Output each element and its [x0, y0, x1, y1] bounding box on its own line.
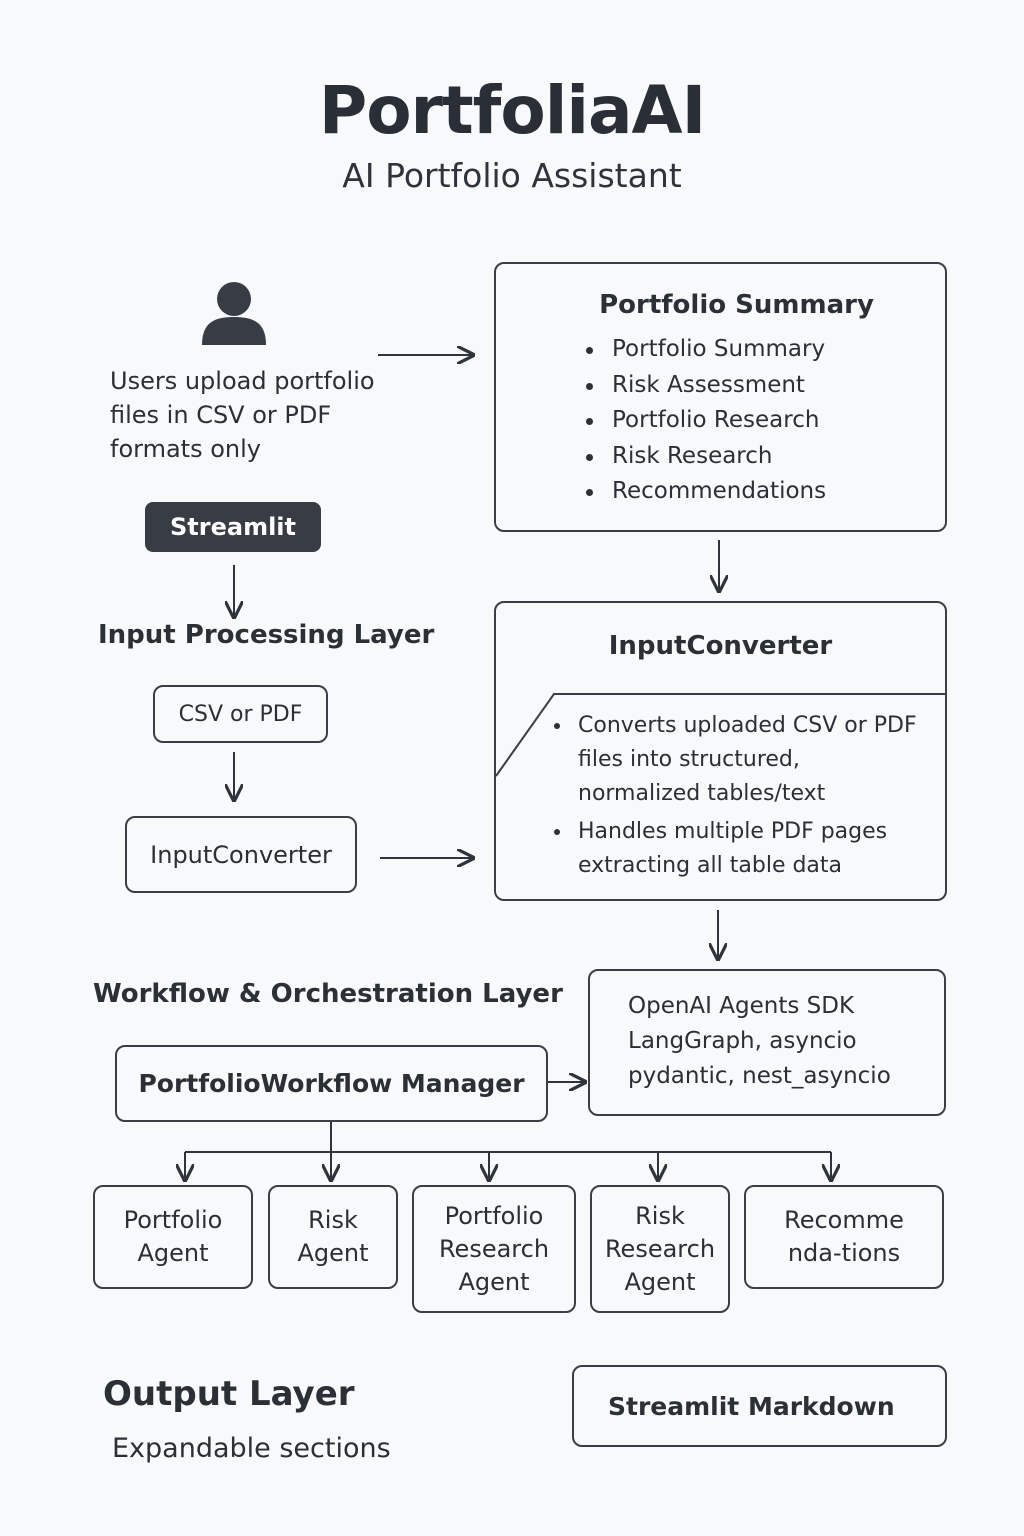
- sdk-line: OpenAI Agents SDK: [628, 993, 855, 1019]
- sdk-line: pydantic, nest_asyncio: [628, 1063, 891, 1089]
- recommendations-agent-box: Recommenda-tions: [744, 1185, 944, 1289]
- workflow-layer-heading: Workflow & Orchestration Layer: [93, 979, 563, 1009]
- input-processing-layer-heading: Input Processing Layer: [98, 620, 435, 650]
- converter-feature-item: Handles multiple PDF pages extracting al…: [552, 815, 922, 883]
- agents-sdk-box: OpenAI Agents SDK LangGraph, asyncio pyd…: [588, 969, 946, 1116]
- summary-item: Portfolio Research: [584, 403, 826, 439]
- sdk-line: LangGraph, asyncio: [628, 1028, 857, 1054]
- workflow-manager-box: PortfolioWorkflow Manager: [115, 1045, 548, 1122]
- output-layer-subheading: Expandable sections: [112, 1433, 391, 1464]
- risk-research-agent-box: Risk Research Agent: [590, 1185, 730, 1313]
- converter-feature-item: Converts uploaded CSV or PDF files into …: [552, 709, 922, 811]
- summary-item: Risk Assessment: [584, 368, 826, 404]
- summary-item: Risk Research: [584, 439, 826, 475]
- risk-agent-box: Risk Agent: [268, 1185, 398, 1289]
- panel-fold-divider: [495, 693, 947, 777]
- portfolio-summary-panel: Portfolio Summary Portfolio Summary Risk…: [494, 262, 947, 532]
- portfolio-research-agent-box: Portfolio Research Agent: [412, 1185, 576, 1313]
- summary-item: Portfolio Summary: [584, 332, 826, 368]
- streamlit-button[interactable]: Streamlit: [145, 502, 321, 552]
- user-upload-description: Users upload portfolio files in CSV or P…: [110, 367, 375, 463]
- input-converter-feature-list: Converts uploaded CSV or PDF files into …: [552, 709, 922, 883]
- output-layer-heading: Output Layer: [103, 1374, 355, 1414]
- user-icon: [202, 282, 266, 345]
- csv-pdf-box: CSV or PDF: [153, 685, 328, 743]
- page-subtitle: AI Portfolio Assistant: [342, 156, 682, 195]
- sdk-stack-list: OpenAI Agents SDK LangGraph, asyncio pyd…: [628, 989, 891, 1094]
- summary-item: Recommendations: [584, 474, 826, 510]
- portfolio-summary-title: Portfolio Summary: [599, 290, 874, 320]
- portfolio-agent-box: Portfolio Agent: [93, 1185, 253, 1289]
- streamlit-markdown-box: Streamlit Markdown: [572, 1365, 947, 1447]
- input-converter-panel-title: InputConverter: [608, 631, 833, 661]
- input-converter-box: InputConverter: [125, 816, 357, 893]
- portfolio-summary-list: Portfolio Summary Risk Assessment Portfo…: [584, 332, 826, 510]
- page-title: PortfoliaAI: [318, 72, 706, 149]
- input-converter-panel: InputConverter Converts uploaded CSV or …: [494, 601, 947, 901]
